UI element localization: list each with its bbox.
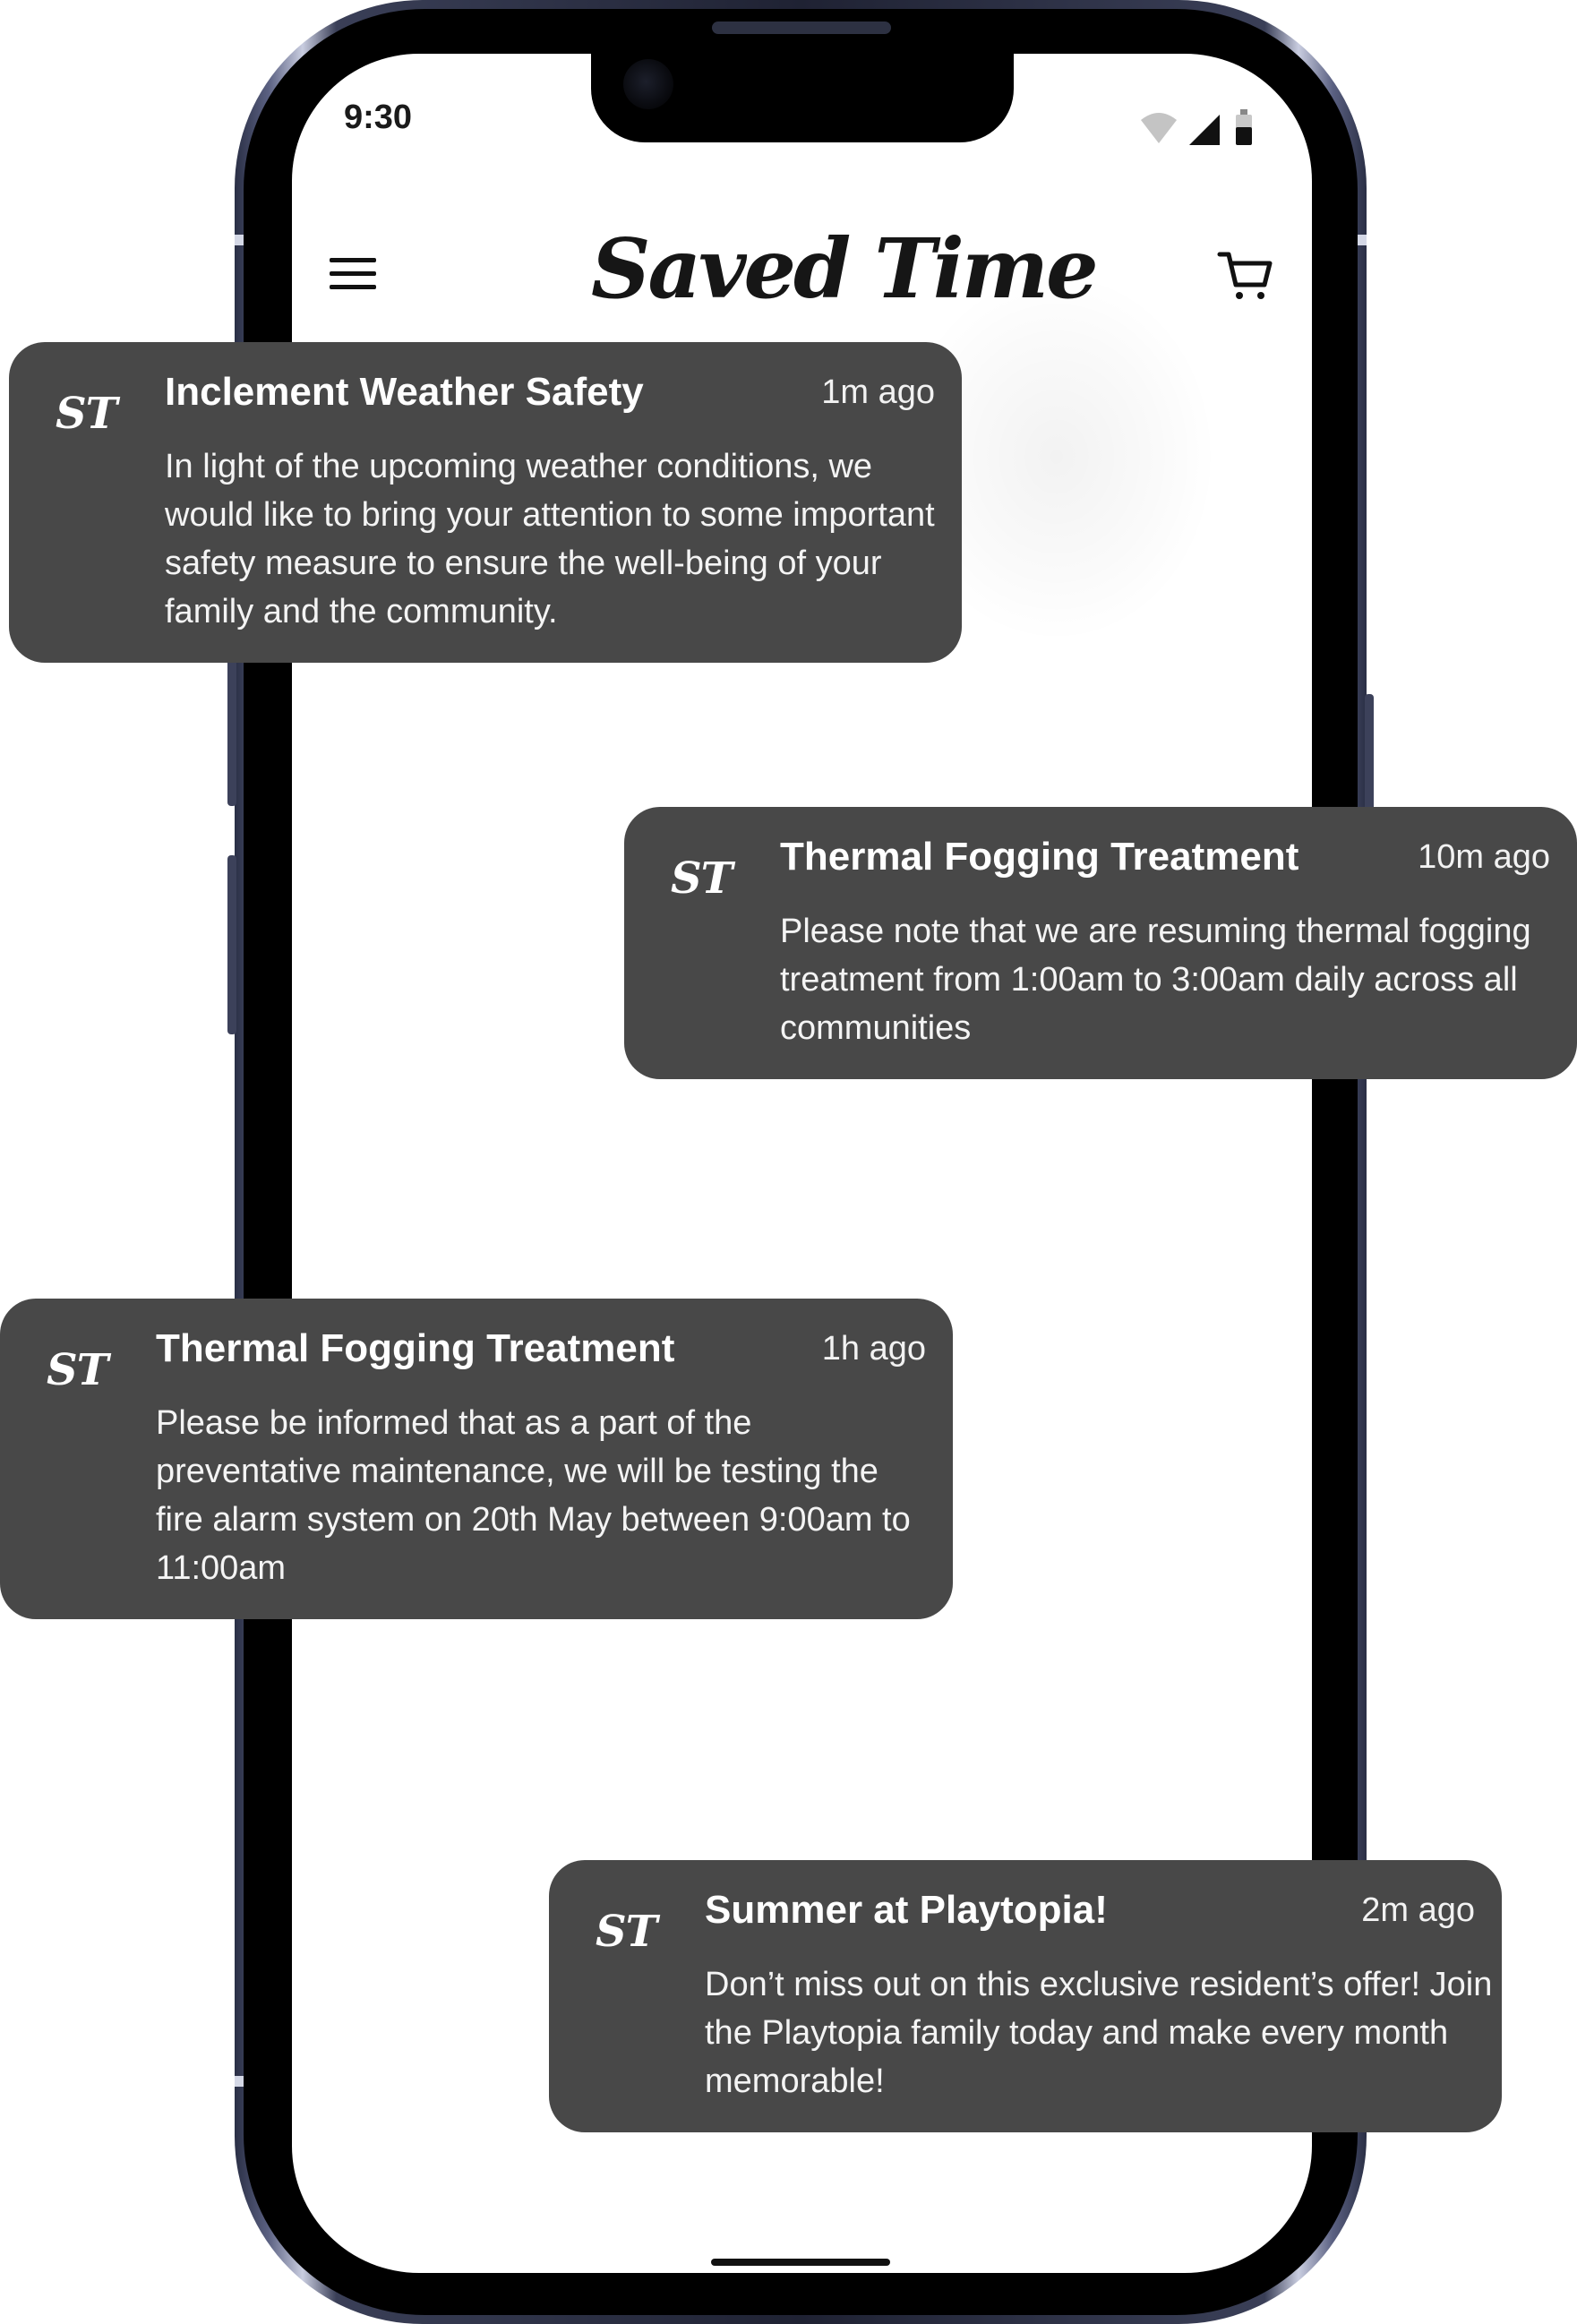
notification-body: Please be informed that as a part of the…	[156, 1404, 911, 1587]
notification-card[interactable]: ST Summer at Playtopia! 2m ago Don’t mis…	[549, 1860, 1502, 2132]
notification-title: Thermal Fogging Treatment	[780, 835, 1299, 879]
shopping-cart-icon[interactable]	[1216, 245, 1275, 304]
status-icons	[1141, 109, 1252, 145]
volume-down-button	[227, 855, 236, 1034]
notification-time: 1h ago	[821, 1330, 926, 1368]
front-camera	[623, 59, 673, 109]
notification-time: 1m ago	[821, 373, 935, 411]
hamburger-menu-icon[interactable]	[328, 254, 378, 294]
notification-card[interactable]: ST Inclement Weather Safety 1m ago In li…	[9, 342, 962, 663]
earpiece-speaker	[712, 21, 891, 34]
notification-title: Thermal Fogging Treatment	[156, 1326, 675, 1370]
app-title: Saved Time	[591, 220, 1099, 317]
notification-app-logo: ST	[671, 853, 733, 904]
notification-body: Please note that we are resuming thermal…	[780, 913, 1531, 1047]
status-time: 9:30	[344, 99, 413, 136]
notification-title: Inclement Weather Safety	[165, 370, 644, 414]
notification-time: 2m ago	[1361, 1891, 1475, 1929]
notification-app-logo: ST	[47, 1345, 108, 1395]
notification-card[interactable]: ST Thermal Fogging Treatment 10m ago Ple…	[624, 807, 1577, 1079]
notification-app-logo: ST	[56, 389, 117, 439]
wifi-icon	[1141, 113, 1177, 143]
notification-title: Summer at Playtopia!	[705, 1888, 1108, 1932]
notification-app-logo: ST	[596, 1907, 657, 1957]
home-indicator[interactable]	[711, 2259, 890, 2266]
notification-time: 10m ago	[1418, 838, 1550, 876]
notification-body: In light of the upcoming weather conditi…	[165, 448, 935, 630]
battery-icon	[1236, 109, 1252, 145]
notification-body: Don’t miss out on this exclusive residen…	[705, 1966, 1493, 2100]
notification-card[interactable]: ST Thermal Fogging Treatment 1h ago Plea…	[0, 1299, 953, 1619]
cellular-signal-icon	[1189, 115, 1220, 145]
